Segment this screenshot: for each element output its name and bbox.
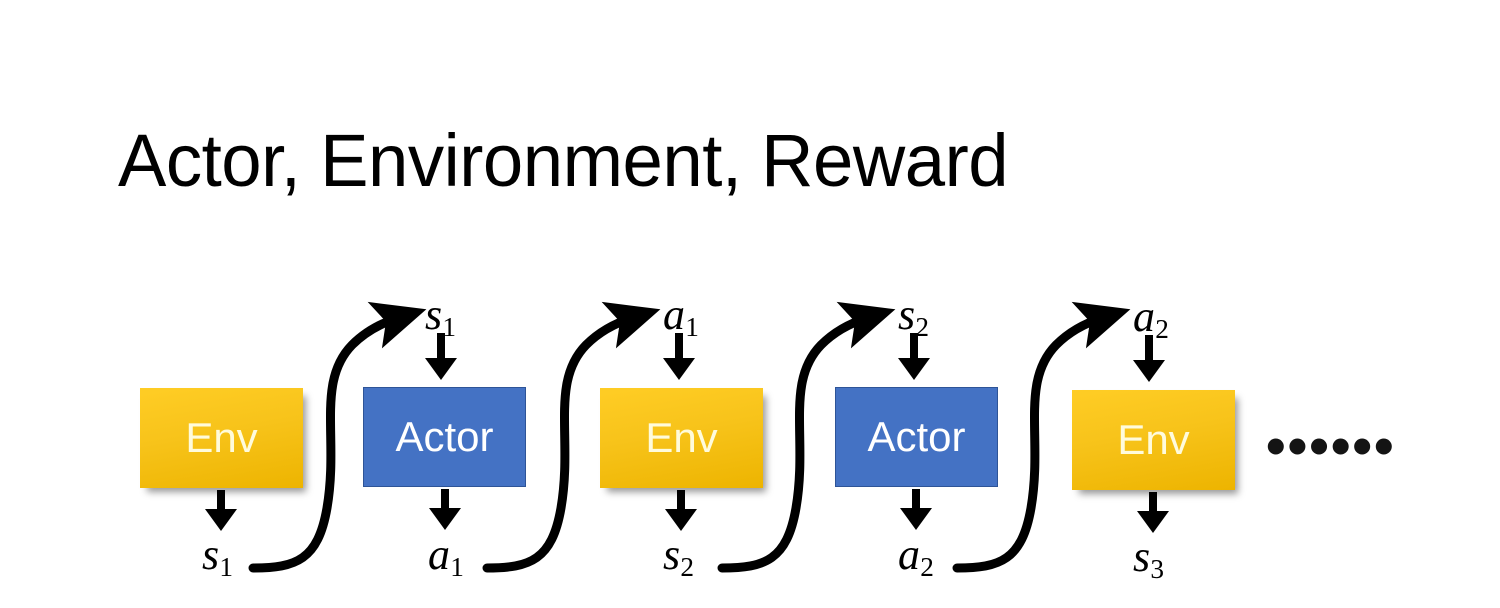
label-bottom-s1-sub: 1 xyxy=(219,552,234,583)
node-env-2-label: Env xyxy=(645,414,718,461)
node-actor-1[interactable]: Actor xyxy=(363,387,526,487)
label-bottom-s2: s2 xyxy=(663,530,694,581)
node-actor-2[interactable]: Actor xyxy=(835,387,998,487)
curve-a1-feedback xyxy=(482,301,661,573)
arrow-actor2-to-bottom xyxy=(900,489,932,530)
label-bottom-a2: a2 xyxy=(898,530,934,581)
label-top-s1: s1 xyxy=(425,290,456,341)
label-top-s2: s2 xyxy=(898,290,929,341)
label-bottom-s3-base: s xyxy=(1133,532,1151,581)
node-env-2[interactable]: Env xyxy=(600,388,763,488)
label-top-a1-base: a xyxy=(663,290,685,339)
node-env-1[interactable]: Env xyxy=(140,388,303,488)
label-bottom-s3: s3 xyxy=(1133,532,1164,583)
label-bottom-a1-base: a xyxy=(428,530,450,579)
node-actor-2-label: Actor xyxy=(867,413,966,460)
label-top-s2-sub: 2 xyxy=(915,312,930,343)
page-title: Actor, Environment, Reward xyxy=(118,119,1009,202)
node-env-3-label: Env xyxy=(1117,416,1190,463)
label-top-s1-sub: 1 xyxy=(442,312,457,343)
node-env-3[interactable]: Env xyxy=(1072,390,1235,490)
label-top-s2-base: s xyxy=(898,290,916,339)
curve-s2-feedback xyxy=(717,301,896,573)
arrow-env1-to-bottom xyxy=(205,490,237,531)
arrow-top-into-env2 xyxy=(898,333,930,380)
label-bottom-s1: s1 xyxy=(202,530,233,581)
label-bottom-s2-sub: 2 xyxy=(680,552,695,583)
label-bottom-a2-sub: 2 xyxy=(920,552,934,583)
node-env-1-label: Env xyxy=(185,414,258,461)
label-top-a2: a2 xyxy=(1133,292,1169,343)
label-bottom-s2-base: s xyxy=(663,530,681,579)
label-bottom-a1-sub: 1 xyxy=(450,552,464,583)
label-top-a2-base: a xyxy=(1133,292,1155,341)
arrow-top-into-actor1 xyxy=(663,333,695,380)
node-actor-1-label: Actor xyxy=(395,413,494,460)
arrow-top-into-actor2 xyxy=(1133,335,1165,382)
curve-s1-feedback xyxy=(248,301,427,573)
label-top-s1-base: s xyxy=(425,290,443,339)
label-bottom-a1: a1 xyxy=(428,530,464,581)
continuation-ellipsis: •••••• xyxy=(1266,414,1396,477)
arrow-top-into-env1 xyxy=(425,333,457,380)
label-bottom-s3-sub: 3 xyxy=(1150,554,1165,585)
curve-a2-feedback xyxy=(952,301,1131,573)
arrow-env2-to-bottom xyxy=(665,490,697,531)
arrow-env3-to-bottom xyxy=(1137,492,1169,533)
label-top-a2-sub: 2 xyxy=(1155,314,1169,345)
label-bottom-a2-base: a xyxy=(898,530,920,579)
label-top-a1: a1 xyxy=(663,290,699,341)
arrow-actor1-to-bottom xyxy=(429,489,461,530)
label-bottom-s1-base: s xyxy=(202,530,220,579)
label-top-a1-sub: 1 xyxy=(685,312,699,343)
